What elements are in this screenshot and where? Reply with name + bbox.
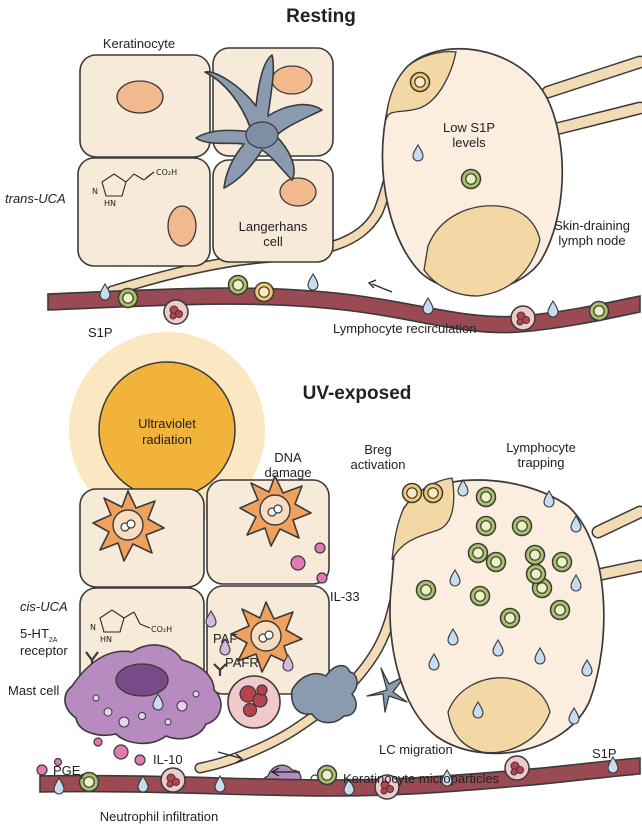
il10-label: IL-10 [153,752,183,767]
paf-label: PAF [213,631,237,646]
pge2-label: PGE2 [53,763,84,781]
cis-uca-co2h: CO₂H [151,625,172,634]
breg-label-line1: Breg [364,442,391,457]
recirculation-label: Lymphocyte recirculation [333,321,476,336]
resting-section: Resting [5,6,642,340]
lymphocyte-trapping-label-line2: trapping [518,455,565,470]
neutrophil-infiltration-label: Neutrophil infiltration [100,809,219,824]
uv-s1p-label: S1P [592,746,617,761]
lc-migration-label: LC migration [379,742,453,757]
resting-title: Resting [286,6,356,27]
trans-uca-co2h: CO₂H [156,168,177,177]
lymph-node-label-line2: lymph node [558,233,625,248]
mast-cell [64,644,222,745]
dna-damage-label-line2: damage [265,465,312,480]
svg-text:HN: HN [104,199,116,208]
cis-uca-molecule [99,609,151,633]
receptor-label: receptor [20,643,68,658]
resting-s1p-label: S1P [88,325,113,340]
uv-radiation-sun [69,332,265,528]
uv-section: UV-exposed Ultraviolet radiation [8,332,642,824]
migrating-langerhans-cells [290,558,439,724]
ht2a-label: 5-HT2A [20,626,58,644]
trans-uca-label: trans-UCA [5,191,66,206]
keratinocyte-label: Keratinocyte [103,36,175,51]
resting-blood-vessel [47,273,641,334]
svg-text:HN: HN [100,635,112,644]
langerhans-cell [195,54,323,189]
lymph-node-label-line1: Skin-draining [554,218,630,233]
uv-title: UV-exposed [303,383,412,404]
breg-label-line2: activation [351,457,406,472]
low-s1p-label-line1: Low S1P [443,120,495,135]
resting-lymph-node [381,48,564,297]
uv-lymph-node [389,477,605,755]
uv-radiation-label-line1: Ultraviolet [138,416,196,431]
langerhans-label-line1: Langerhans [239,219,308,234]
cis-uca-label: cis-UCA [20,599,68,614]
tissue-neutrophil [227,675,281,729]
uv-blood-vessel [39,755,641,800]
mast-cell-label: Mast cell [8,683,59,698]
svg-text:N: N [92,187,98,196]
svg-text:N: N [90,623,96,632]
trans-uca-molecule [101,171,155,197]
langerhans-label-line2: cell [263,234,283,249]
migration-arrow [217,751,241,759]
microparticles-label: Keratinocyte microparticles [343,771,500,786]
low-s1p-label-line2: levels [452,135,486,150]
pafr-receptor-icon [213,663,227,676]
uv-radiation-label-line2: radiation [142,432,192,447]
lymphocyte-trapping-label-line1: Lymphocyte [506,440,576,455]
dna-damage-label-line1: DNA [274,450,302,465]
pafr-label: PAFR [225,655,259,670]
il33-label: IL-33 [330,589,360,604]
